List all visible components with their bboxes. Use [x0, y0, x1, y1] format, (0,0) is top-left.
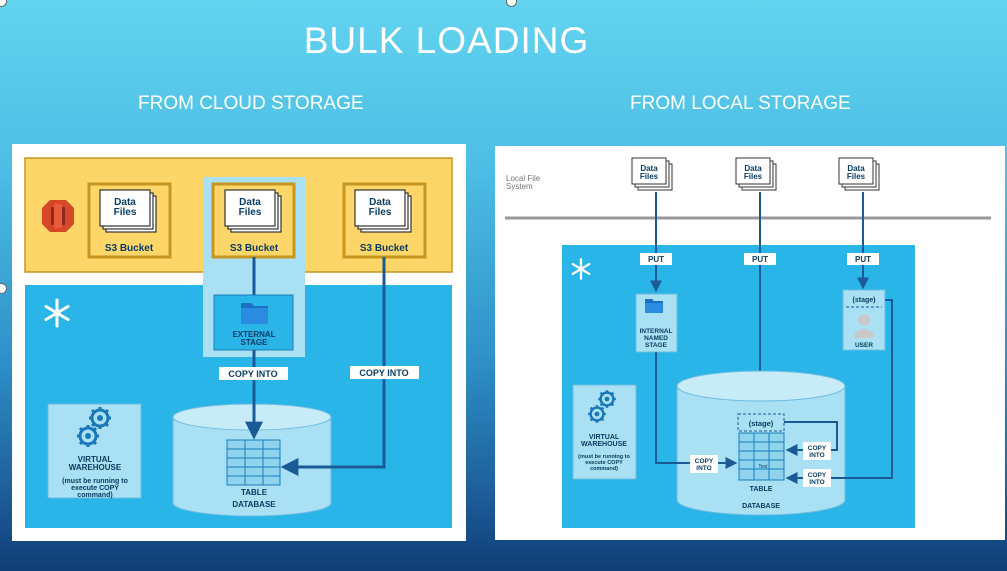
- put-label-3: PUT: [847, 253, 879, 265]
- page-title: BULK LOADING: [303, 20, 590, 61]
- svg-text:DATABASE: DATABASE: [742, 503, 780, 510]
- resize-handle[interactable]: [506, 0, 517, 7]
- svg-text:Text: Text: [758, 464, 768, 470]
- table-grid: [226, 439, 281, 486]
- svg-text:COPY INTO: COPY INTO: [228, 369, 277, 379]
- database-left: TABLE DATABASE: [172, 403, 332, 517]
- aws-s3-icon: [42, 200, 74, 232]
- table-grid-right: [738, 432, 785, 481]
- svg-text:USER: USER: [855, 342, 873, 349]
- local-heading: FROM LOCAL STORAGE: [630, 93, 851, 114]
- arrow-bucket-to-table: [280, 257, 386, 476]
- svg-text:PUT: PUT: [855, 255, 871, 264]
- svg-text:(stage): (stage): [853, 297, 876, 304]
- user-stage: (stage) USER: [842, 289, 886, 351]
- database-label-left: DATABASE: [232, 500, 276, 509]
- resize-handle[interactable]: [0, 0, 7, 7]
- copy-into-label-1: COPY INTO: [219, 367, 288, 380]
- put-label-1: PUT: [640, 253, 672, 265]
- svg-text:PUT: PUT: [752, 255, 768, 264]
- user-icon: [854, 314, 874, 338]
- svg-text:TABLE: TABLE: [750, 486, 773, 493]
- put-label-2: PUT: [744, 253, 776, 265]
- bucket-1-label: S3 Bucket: [105, 243, 154, 254]
- svg-text:COPY INTO: COPY INTO: [359, 368, 408, 378]
- folder-icon: [241, 303, 268, 324]
- bucket-2-label: S3 Bucket: [230, 243, 279, 254]
- cloud-heading: FROM CLOUD STORAGE: [138, 93, 364, 114]
- copy-into-label-2: COPY INTO: [350, 366, 419, 379]
- table-label-left: TABLE: [241, 488, 268, 497]
- table-stage-label: (stage): [749, 419, 774, 428]
- svg-text:PUT: PUT: [648, 255, 664, 264]
- resize-handle[interactable]: [0, 283, 7, 294]
- bucket-3-label: S3 Bucket: [360, 243, 409, 254]
